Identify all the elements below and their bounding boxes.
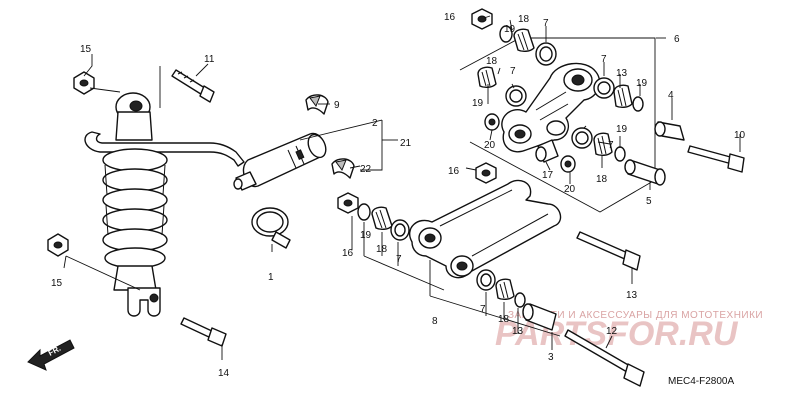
callout-7-left: 7 xyxy=(510,66,516,77)
callout-1: 1 xyxy=(268,272,274,283)
callout-7-rod-left: 7 xyxy=(396,254,402,265)
rear-shock-absorber xyxy=(84,92,245,317)
part-22-rubber-cushion xyxy=(331,158,355,179)
part-13-bolt xyxy=(576,231,641,271)
callout-7-rod-right: 7 xyxy=(480,304,486,315)
part-16-nut-rod xyxy=(337,192,359,214)
part-15-nut-lower xyxy=(47,233,69,257)
callout-19-rod: 19 xyxy=(360,230,372,241)
part-3-collar xyxy=(522,303,557,331)
part-13-bearing-right xyxy=(613,84,633,109)
callout-12: 12 xyxy=(606,326,618,337)
callout-21: 21 xyxy=(400,138,412,149)
callout-18-rod: 18 xyxy=(376,244,388,255)
shock-spring xyxy=(102,148,168,269)
callout-19-top: 19 xyxy=(504,24,516,35)
part-19-collar-rod xyxy=(357,203,371,221)
callout-19-right: 19 xyxy=(636,78,648,89)
part-18-bearing-rod xyxy=(371,206,393,231)
part-14-bolt xyxy=(180,317,227,347)
callout-3: 3 xyxy=(548,352,554,363)
part-9-rubber-cushion xyxy=(305,94,329,115)
leader-lines xyxy=(63,15,741,360)
part-7-seal-lower xyxy=(571,127,593,149)
part-16-nut-middle xyxy=(475,162,497,184)
callout-17: 17 xyxy=(542,170,554,181)
part-12-bolt xyxy=(564,329,645,387)
part-20-collar-left xyxy=(484,113,500,131)
part-18-bearing-top xyxy=(513,28,535,53)
callout-numbers: 15 11 15 14 1 9 2 21 22 16 18 19 7 18 7 … xyxy=(51,12,746,379)
part-19-collar-lower xyxy=(614,146,626,162)
callout-18-rod-right: 18 xyxy=(498,314,510,325)
diagram-code: MEC4-F2800A xyxy=(668,376,734,387)
part-18-bearing-lower xyxy=(593,132,613,157)
callout-18-lower: 18 xyxy=(596,174,608,185)
callout-13: 13 xyxy=(626,290,638,301)
part-15-nut-upper xyxy=(73,71,95,95)
part-19-collar-top xyxy=(499,25,513,43)
callout-5: 5 xyxy=(646,196,652,207)
callout-14: 14 xyxy=(218,368,230,379)
callout-2: 2 xyxy=(372,118,378,129)
callout-16-rod: 16 xyxy=(342,248,354,259)
part-10-bolt xyxy=(687,145,745,173)
part-19-collar-rod-right xyxy=(514,292,526,308)
part-7-seal-rod-right xyxy=(476,269,496,291)
callout-16-middle: 16 xyxy=(448,166,460,177)
part-19-collar-right xyxy=(632,96,644,112)
part-1-band xyxy=(251,207,291,249)
part-18-bearing-rod-right xyxy=(495,278,515,301)
part-2-reservoir xyxy=(233,132,327,191)
callout-7-right: 7 xyxy=(601,54,607,65)
callout-19-lower: 19 xyxy=(616,124,628,135)
watermark-text: ЗАПЧАСТИ И АКСЕССУАРЫ ДЛЯ МОТОТЕХНИКИ xyxy=(508,310,763,321)
part-20-collar-lower xyxy=(560,155,576,173)
part-7-seal-right xyxy=(593,77,615,99)
callout-20-left: 20 xyxy=(484,140,496,151)
part-18-bearing-left xyxy=(477,66,497,89)
part-7-seal-top xyxy=(535,42,557,66)
callout-6: 6 xyxy=(674,34,680,45)
callout-19-left: 19 xyxy=(472,98,484,109)
part-16-nut-top xyxy=(471,8,493,30)
front-direction-arrow: FR. xyxy=(27,339,75,371)
part-6-cushion-arm xyxy=(501,62,601,153)
callout-15-lower: 15 xyxy=(51,278,63,289)
part-8-connecting-rod xyxy=(409,179,562,279)
callout-4: 4 xyxy=(668,90,674,101)
callout-9: 9 xyxy=(334,100,340,111)
part-11-bolt xyxy=(171,69,215,103)
callout-18-left: 18 xyxy=(486,56,498,67)
callout-13-right: 13 xyxy=(616,68,628,79)
assembly-6-outline xyxy=(459,37,656,213)
callout-22: 22 xyxy=(360,164,372,175)
part-17-collar xyxy=(535,139,559,163)
part-7-seal-rod-left xyxy=(390,219,410,241)
part-7-seal-left xyxy=(505,85,527,107)
part-5-collar xyxy=(624,159,666,186)
part-4-collar xyxy=(654,121,685,141)
callout-15-upper: 15 xyxy=(80,44,92,55)
callout-16-top: 16 xyxy=(444,12,456,23)
callout-7-top: 7 xyxy=(543,18,549,29)
callout-8: 8 xyxy=(432,316,438,327)
callout-7-lower: 7 xyxy=(608,140,614,151)
callout-13-rod: 13 xyxy=(512,326,524,337)
callout-18-top: 18 xyxy=(518,14,530,25)
callout-10: 10 xyxy=(734,130,746,141)
callout-11: 11 xyxy=(204,54,215,65)
callout-20-lower: 20 xyxy=(564,184,576,195)
